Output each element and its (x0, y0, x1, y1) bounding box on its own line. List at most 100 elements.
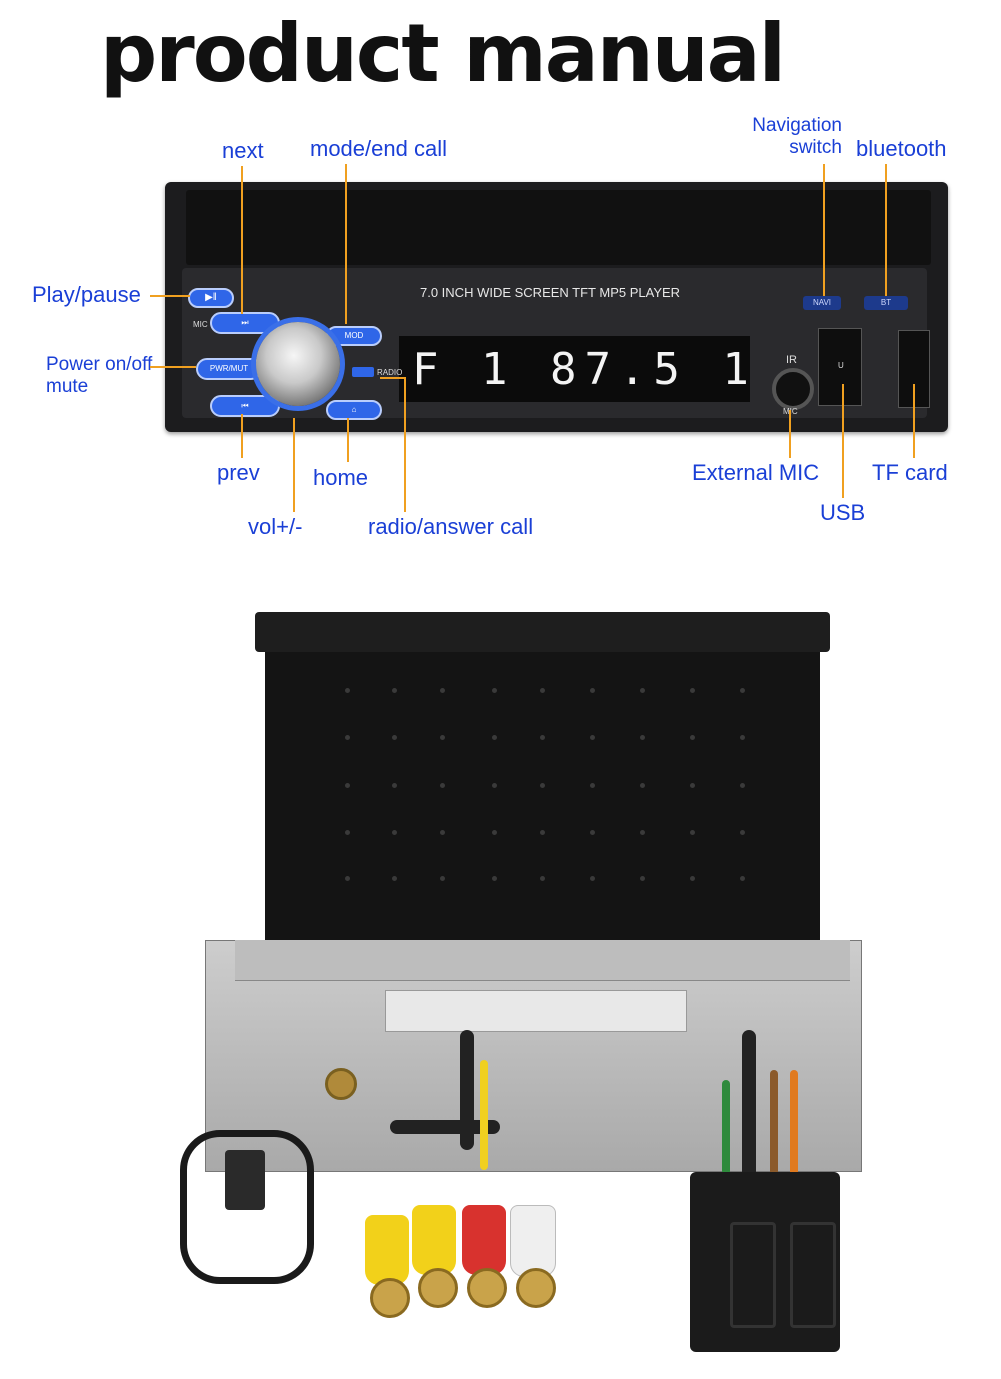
wire-bundle-rca (390, 1120, 500, 1134)
vent-dot (690, 688, 695, 693)
leader-radio-h (380, 377, 406, 379)
navi-button-graphic: NAVI (803, 296, 841, 310)
play-pause-button-graphic: ▶‖ (188, 288, 234, 308)
vent-dot (690, 830, 695, 835)
vent-dot (440, 735, 445, 740)
rca-plug-4 (516, 1268, 556, 1308)
leader-mic (789, 410, 791, 458)
label-radio-answer-call: radio/answer call (368, 514, 534, 539)
radio-button-graphic (352, 367, 374, 377)
bt-button-graphic: BT (864, 296, 908, 310)
usb-plug (225, 1150, 265, 1210)
rca-plug-3 (467, 1268, 507, 1308)
iso-connector (690, 1172, 840, 1352)
vent-dot (440, 688, 445, 693)
vent-dot (640, 783, 645, 788)
label-prev: prev (217, 460, 260, 485)
vent-dot (492, 876, 497, 881)
page-title: product manual (100, 7, 786, 100)
lcd-display (399, 336, 750, 402)
usb-port-label: U (838, 361, 844, 370)
vent-dot (690, 783, 695, 788)
vent-dot (540, 688, 545, 693)
vent-dot (590, 830, 595, 835)
leader-vol (293, 418, 295, 512)
vent-dot (640, 735, 645, 740)
iso-socket-right (790, 1222, 836, 1328)
vent-dot (345, 735, 350, 740)
vent-dot (492, 735, 497, 740)
vent-dot (740, 735, 745, 740)
antenna-connector (325, 1068, 357, 1100)
usb-port (818, 328, 862, 406)
chassis-top (235, 940, 850, 981)
home-button-graphic: ⌂ (326, 400, 382, 420)
leader-home (347, 418, 349, 462)
vent-dot (740, 688, 745, 693)
label-next: next (222, 138, 264, 163)
pwr-mut-button-graphic: PWR/MUT (196, 358, 262, 380)
vent-dot (740, 830, 745, 835)
label-power-mute: Power on/off mute (46, 354, 153, 397)
screen-lid (255, 612, 830, 652)
vent-dot (440, 830, 445, 835)
vent-dot (590, 688, 595, 693)
leader-navi (823, 164, 825, 296)
rca-white (510, 1205, 556, 1277)
vent-dot (392, 783, 397, 788)
vent-dot (540, 735, 545, 740)
vent-dot (540, 830, 545, 835)
vent-dot (740, 876, 745, 881)
wire-yellow (480, 1060, 488, 1170)
rca-yellow-2 (412, 1205, 456, 1275)
iso-socket-left (730, 1222, 776, 1328)
vent-dot (590, 735, 595, 740)
rca-plug-1 (370, 1278, 410, 1318)
usb-cable-loop (180, 1130, 314, 1284)
vent-dot (492, 830, 497, 835)
rca-yellow-1 (365, 1215, 409, 1285)
label-external-mic: External MIC (692, 460, 820, 485)
leader-usb (842, 384, 844, 498)
prev-button-graphic: ⏮ (210, 395, 280, 417)
vent-dot (690, 735, 695, 740)
vent-dot (492, 688, 497, 693)
label-mode-end-call: mode/end call (310, 136, 447, 161)
vent-dot (345, 876, 350, 881)
radio-button-label: RADIO (377, 368, 403, 377)
vent-dot (392, 830, 397, 835)
screen-back (265, 652, 820, 940)
ir-sensor-label: IR (786, 354, 797, 366)
label-bluetooth: bluetooth (856, 136, 947, 161)
vent-dot (345, 783, 350, 788)
vent-dot (492, 783, 497, 788)
rca-red (462, 1205, 506, 1275)
vent-dot (640, 830, 645, 835)
leader-tf (913, 384, 915, 458)
wire-bundle-iso (742, 1030, 756, 1180)
label-usb: USB (820, 500, 866, 525)
leader-radio (404, 378, 406, 512)
vent-dot (540, 876, 545, 881)
label-home: home (313, 465, 369, 490)
label-play-pause: Play/pause (32, 282, 141, 307)
wire-green (722, 1080, 730, 1180)
vent-dot (392, 876, 397, 881)
vent-dot (440, 783, 445, 788)
vent-dot (345, 688, 350, 693)
vent-dot (392, 688, 397, 693)
vent-dot (440, 876, 445, 881)
vent-dot (690, 876, 695, 881)
vent-dot (540, 783, 545, 788)
vent-dot (590, 876, 595, 881)
wire-orange (790, 1070, 798, 1180)
screen-flap (186, 190, 931, 265)
vent-dot (590, 783, 595, 788)
mic-jack (772, 368, 814, 410)
leader-next (241, 166, 243, 314)
label-navigation-switch: Navigation switch (752, 115, 842, 158)
rca-plug-2 (418, 1268, 458, 1308)
vent-dot (640, 688, 645, 693)
leader-power (150, 366, 196, 368)
vent-dot (392, 735, 397, 740)
